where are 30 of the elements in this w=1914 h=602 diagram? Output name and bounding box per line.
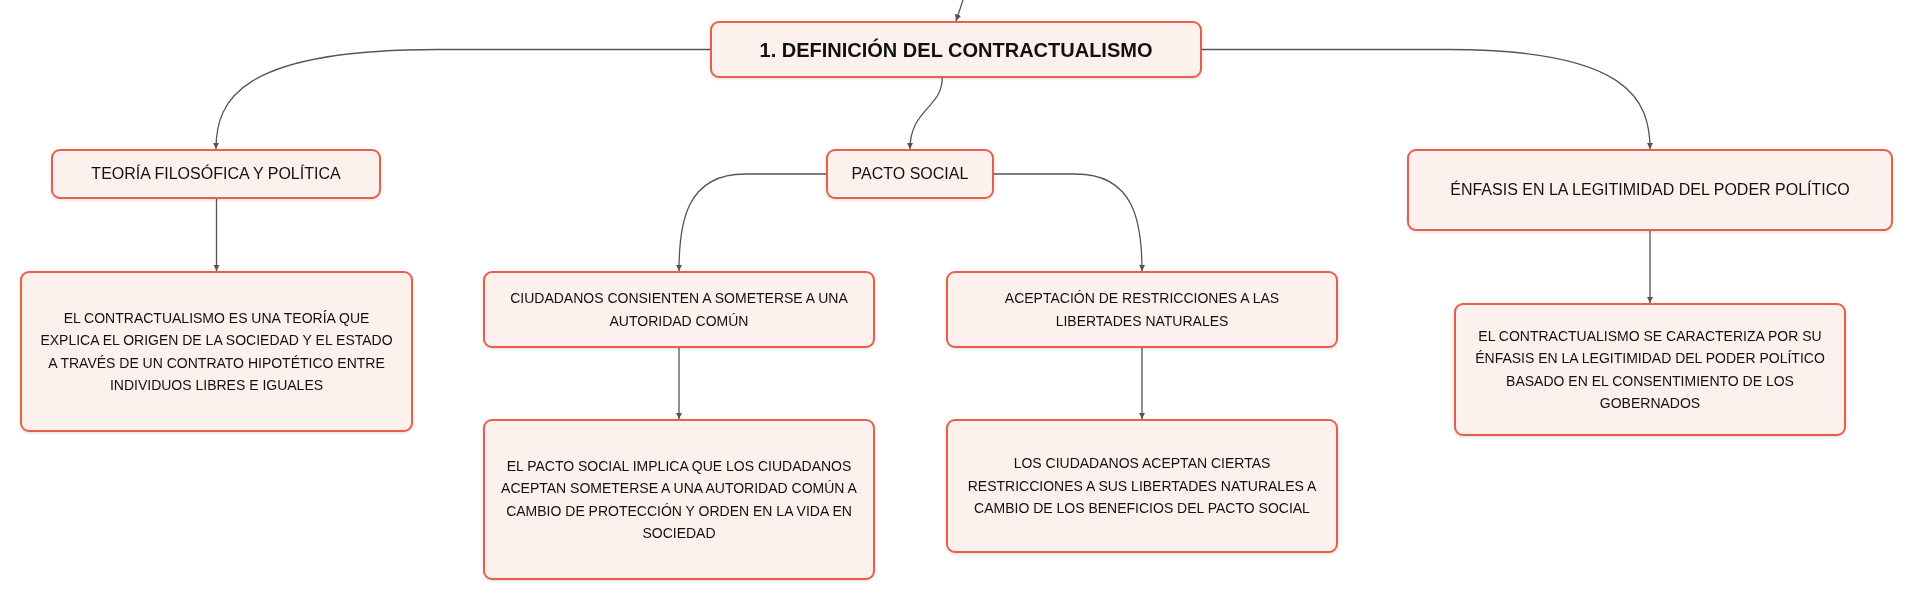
connector-arrow [907, 77, 943, 150]
node-text: EL CONTRACTUALISMO SE CARACTERIZA POR SU ÉNFASIS EN LA LEGITIMIDAD DEL PODER POLÍTICO BASADO EN EL CONSENTIMIENTO DE LOS GOBERNADOS [1474, 326, 1826, 413]
connector-arrow [1138, 347, 1146, 420]
topic-box [826, 149, 994, 199]
node-text: EL CONTRACTUALISMO ES UNA TEORÍA QUE EXPLICA EL ORIGEN DE LA SOCIEDAD Y EL ESTADO A TRAVÉS DE UN CONTRATO HIPOTÉTICO ENTRE INDIVIDUOS LIBRES E IGUALES [39, 308, 394, 395]
connector-arrow [1201, 48, 1653, 150]
connector-arrow [675, 347, 683, 420]
node-text: LOS CIUDADANOS ACEPTAN CIERTAS RESTRICCIONES A SUS LIBERTADES NATURALES A CAMBIO DE LOS BENEFICIOS DEL PACTO SOCIAL [966, 454, 1318, 519]
connector-arrow [993, 173, 1146, 272]
node-text: PACTO SOCIAL [851, 164, 969, 184]
connector-arrow [213, 198, 220, 272]
note-box [946, 271, 1338, 348]
node-text: CIUDADANOS CONSIENTEN A SOMETERSE A UNA AUTORIDAD COMÚN [509, 289, 849, 331]
note-box [20, 271, 413, 432]
note-box [483, 271, 875, 348]
node-text: ACEPTACIÓN DE RESTRICCIONES A LAS LIBERTADES NATURALES [1003, 289, 1281, 331]
note-box [1454, 303, 1846, 436]
topic-box [1407, 149, 1893, 231]
connector-arrow [213, 48, 711, 150]
connector-arrow [1646, 230, 1654, 304]
note-box [483, 419, 875, 580]
note-box [946, 419, 1338, 553]
connector-arrow [675, 173, 827, 272]
node-text: ÉNFASIS EN LA LEGITIMIDAD DEL PODER POLÍTICO [1450, 179, 1850, 200]
node-text: 1. DEFINICIÓN DEL CONTRACTUALISMO [759, 37, 1153, 63]
node-text: TEORÍA FILOSÓFICA Y POLÍTICA [91, 163, 341, 184]
central-topic-box [710, 21, 1202, 78]
topic-box [51, 149, 381, 199]
connector-arrow [954, 0, 964, 22]
node-text: EL PACTO SOCIAL IMPLICA QUE LOS CIUDADANOS ACEPTAN SOMETERSE A UNA AUTORIDAD COMÚN A CAMBIO DE PROTECCIÓN Y ORDEN EN LA VIDA EN SOCIEDAD [501, 456, 857, 543]
